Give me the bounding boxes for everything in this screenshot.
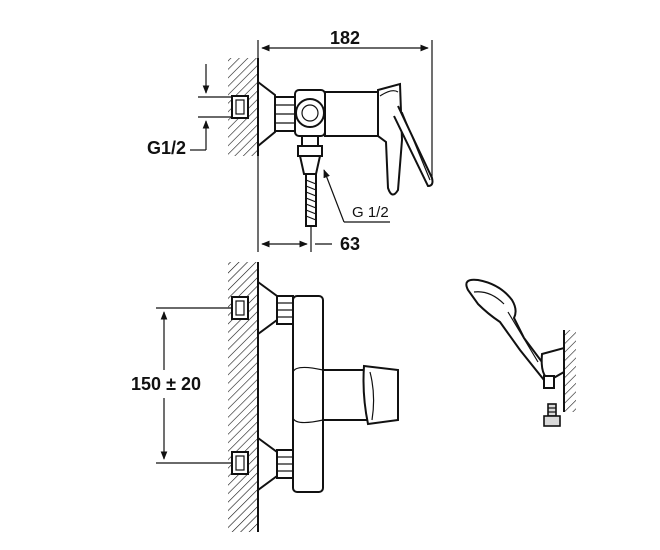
dimension-width-label: 182 (330, 28, 360, 48)
wall-bracket-icon (540, 346, 565, 389)
top-view: 182 63 G1/2 G 1/2 (147, 28, 434, 254)
dimension-outlet-label: 63 (340, 234, 360, 254)
thread-outlet-label: G 1/2 (352, 204, 389, 221)
cover-flange-lower (257, 436, 278, 492)
cover-flange-upper (257, 280, 278, 336)
hand-shower-icon (465, 278, 551, 382)
mixer-body-round (294, 89, 326, 137)
mixer-body-top (324, 91, 379, 137)
dimension-spacing-label: 150 ± 20 (131, 374, 201, 394)
lever-body (377, 82, 404, 196)
mixer-body-vertical (292, 295, 324, 493)
thread-inlet-label: G1/2 (147, 138, 186, 158)
front-view: 150 ± 20 (131, 262, 399, 532)
eccentric-fitting (231, 95, 249, 119)
screw-icon (543, 403, 561, 427)
outlet-nut (297, 145, 323, 157)
eccentric-fitting-upper (231, 296, 249, 320)
cover-flange-top (257, 79, 276, 149)
lever-front (362, 364, 399, 426)
eccentric-fitting-lower (231, 451, 249, 475)
hand-shower-detail (465, 278, 576, 427)
wall-hatch-detail (564, 330, 576, 412)
